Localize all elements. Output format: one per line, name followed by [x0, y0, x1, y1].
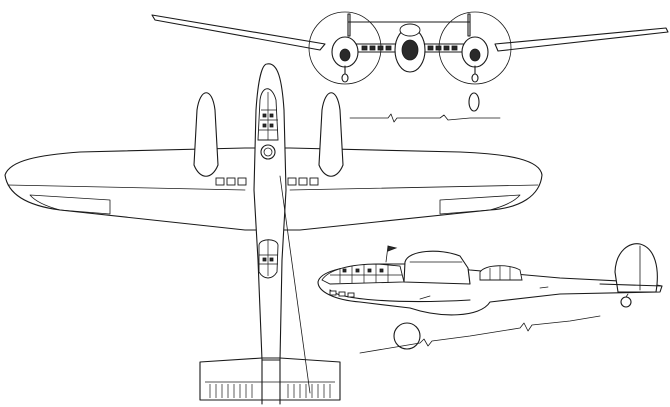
top-elevator-hatching — [205, 381, 335, 398]
top-view — [4, 63, 543, 405]
top-wing-windows-right — [287, 177, 319, 186]
front-right-fin — [467, 13, 471, 37]
top-fins — [261, 359, 281, 405]
front-left-spinner — [339, 48, 351, 62]
side-ground-line — [359, 315, 601, 354]
top-right-nacelle — [318, 92, 344, 177]
top-wing — [4, 147, 543, 231]
front-ground-line — [349, 113, 501, 123]
front-wing-portholes — [361, 45, 458, 51]
top-section-leader-line — [279, 175, 311, 394]
front-view — [151, 11, 669, 123]
side-view — [317, 243, 663, 354]
side-nacelle-windows — [329, 290, 355, 298]
front-canopy — [399, 23, 421, 37]
side-tailplane — [599, 283, 663, 287]
side-main-wheel — [393, 322, 421, 350]
front-right-spinner — [469, 48, 481, 62]
front-left-fin — [347, 13, 351, 37]
top-rear-glazing-frames — [259, 240, 278, 276]
top-cockpit — [260, 144, 276, 160]
side-nose-frames — [330, 264, 402, 283]
front-left-wing — [151, 14, 326, 51]
front-right-wing — [494, 27, 669, 52]
top-right-aileron — [439, 194, 521, 215]
front-nose-glass — [401, 39, 419, 61]
side-tail-wheel — [620, 296, 632, 308]
top-wing-chord-line — [7, 184, 539, 191]
top-wing-windows-left — [215, 177, 247, 186]
side-cockpit-canopy — [403, 250, 471, 285]
side-nose-glazing — [321, 263, 405, 285]
top-nose-glazing-frames — [259, 92, 278, 140]
top-tailplane — [199, 357, 341, 401]
side-rear-glazing — [479, 265, 523, 281]
top-left-nacelle — [193, 92, 219, 177]
front-tail-wheel — [468, 92, 480, 112]
top-rear-glazing — [258, 239, 279, 279]
top-left-aileron — [29, 194, 111, 215]
